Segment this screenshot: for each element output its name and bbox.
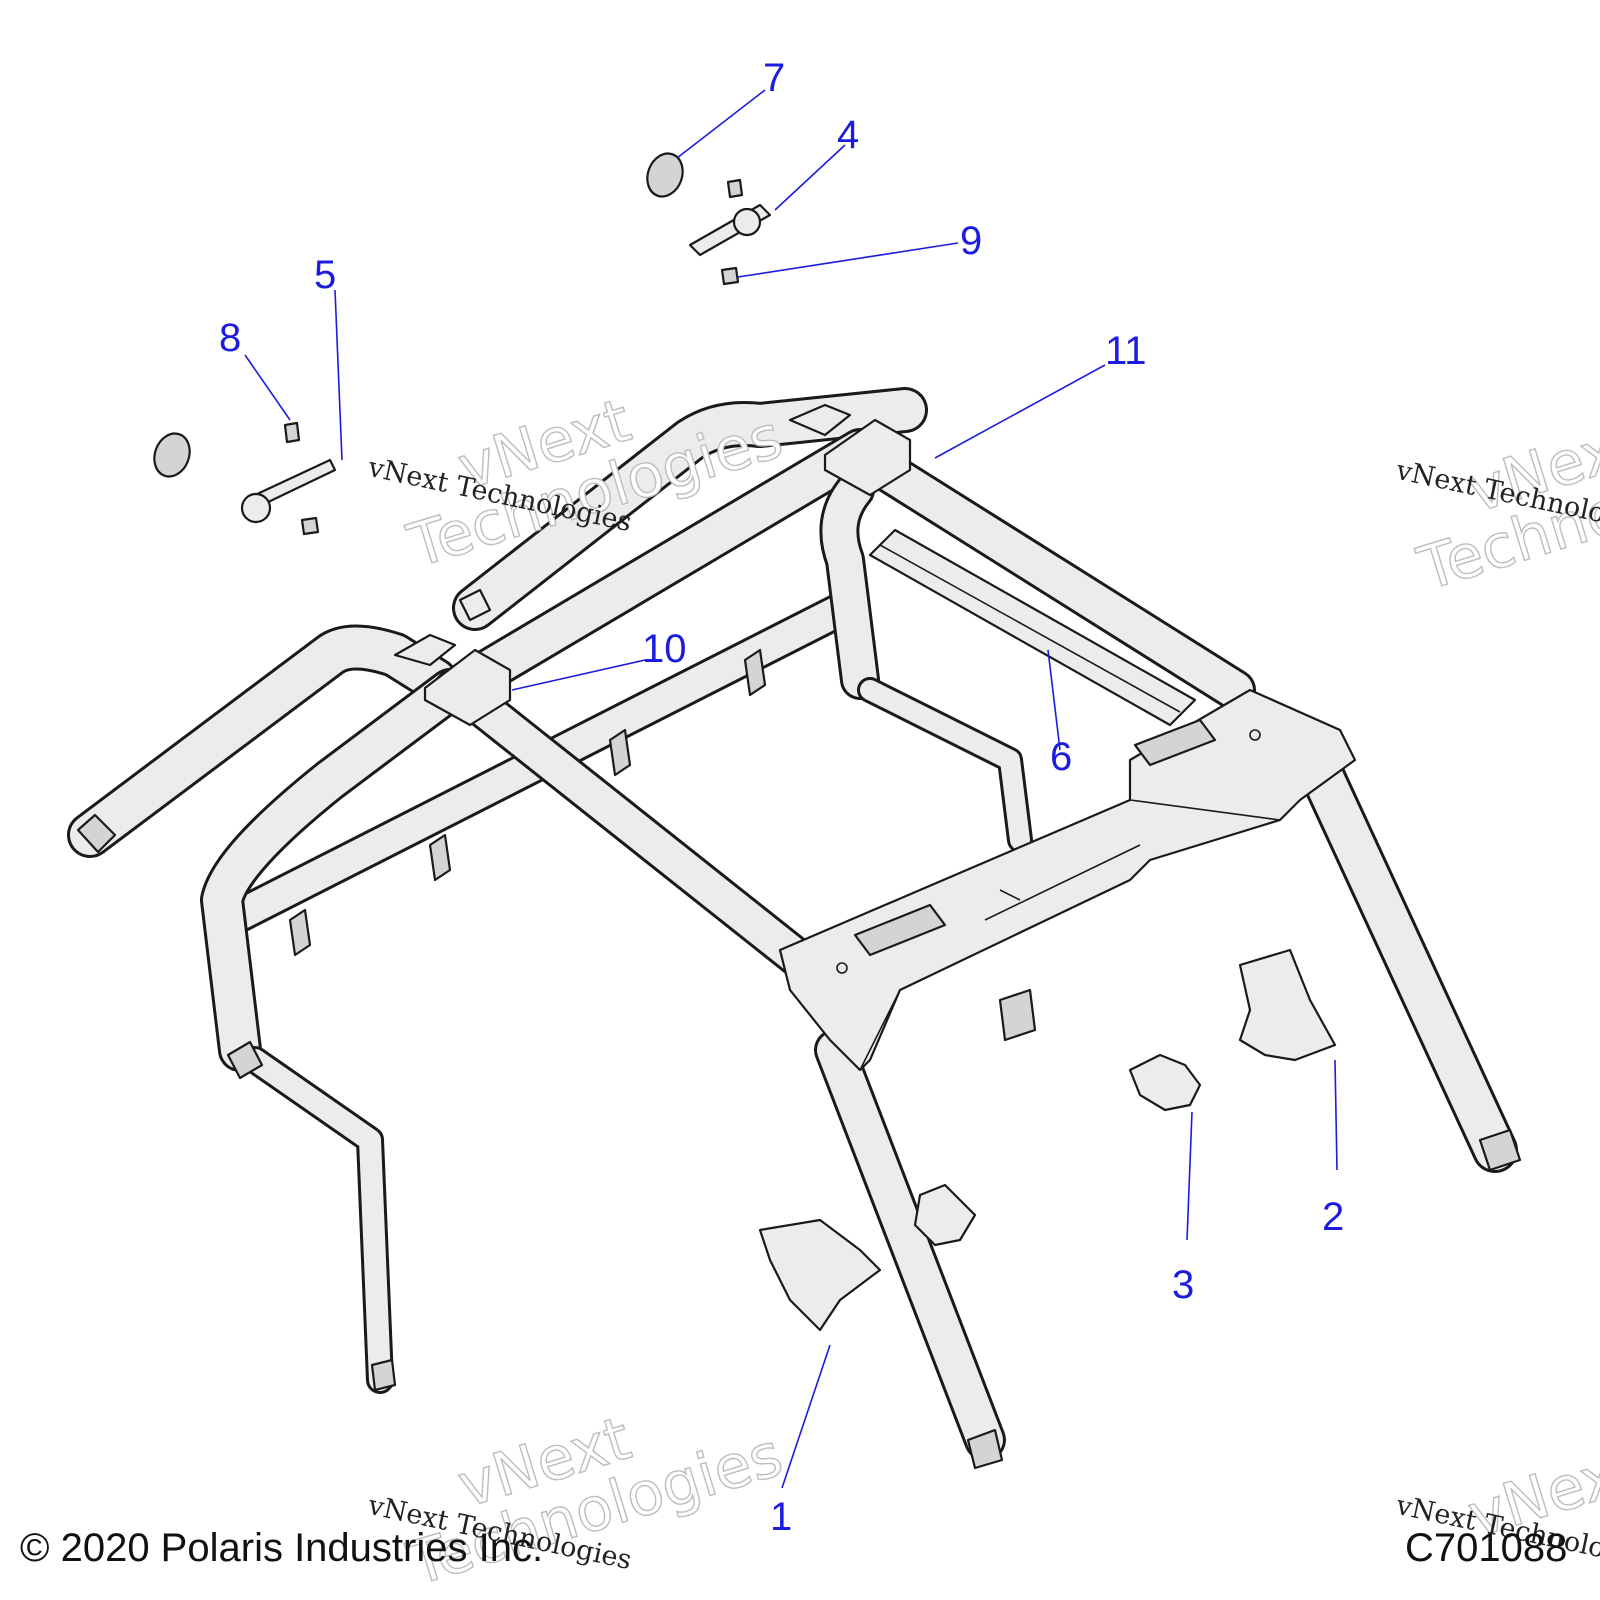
callout-6: 6 — [1050, 735, 1072, 779]
gusset-cover-1 — [758, 1218, 882, 1332]
callout-8: 8 — [219, 316, 241, 360]
gusset-cover-2 — [1238, 948, 1337, 1062]
pillar-clip — [913, 1183, 977, 1247]
roll-cage-frame — [67, 387, 1522, 1470]
corner-mount — [423, 648, 512, 727]
copyright-notice: © 2020 Polaris Industries Inc. — [20, 1526, 544, 1570]
header-slot — [853, 903, 947, 957]
tube-end-clamp — [966, 1428, 1004, 1470]
header-slot — [1133, 718, 1217, 767]
callout-9: 9 — [960, 219, 982, 263]
tube-end-clamp — [370, 1358, 397, 1392]
bolt-top — [726, 178, 744, 199]
tube-end-clamp — [76, 813, 117, 854]
tube-end-clamp — [1478, 1128, 1522, 1172]
bolt-left — [283, 421, 301, 444]
callout-1: 1 — [770, 1495, 792, 1539]
roof-sunshade-panel — [868, 528, 1197, 727]
end-cap-left — [153, 432, 191, 478]
figure-code: C701088 — [1405, 1526, 1568, 1570]
nut-left — [300, 516, 320, 536]
callout-4: 4 — [837, 113, 859, 157]
callout-3: 3 — [1172, 1263, 1194, 1307]
callout-10: 10 — [642, 627, 687, 671]
nut-top — [720, 266, 740, 286]
loose-parts — [153, 152, 1337, 1332]
callout-5: 5 — [314, 253, 336, 297]
callout-7: 7 — [763, 56, 785, 100]
callout-11: 11 — [1105, 329, 1147, 373]
tube-end-clamp — [998, 988, 1037, 1042]
tube-end-clamp — [226, 1040, 264, 1080]
end-cap-top — [646, 152, 684, 198]
pillar-clip-3 — [1128, 1053, 1202, 1112]
callout-numbers: 1 2 3 4 5 6 7 8 9 10 11 — [219, 56, 1344, 1539]
corner-mount — [823, 418, 912, 497]
callout-2: 2 — [1322, 1195, 1344, 1239]
leader-lines — [244, 89, 1338, 1489]
